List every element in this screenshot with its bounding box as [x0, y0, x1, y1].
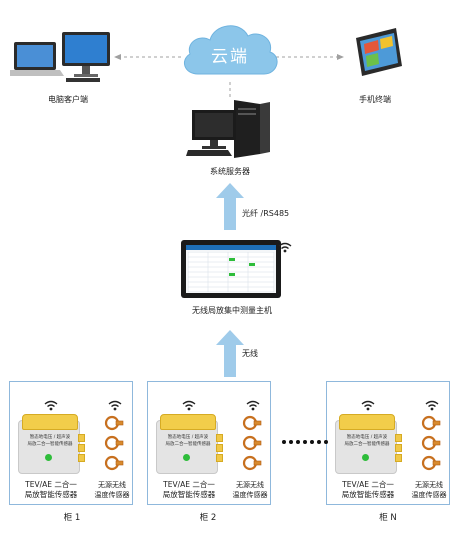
wireless-link-label: 无线: [242, 349, 258, 358]
temp-wifi-icon: [246, 396, 260, 415]
fiber-link-label: 光纤 /RS485: [242, 209, 290, 218]
sensor-face-line1: 暂态地电压 / 超声波: [346, 435, 388, 440]
temp-sensor-label: 无源无线 温度传感器: [94, 481, 130, 499]
temp-wifi-icon: [425, 396, 439, 415]
sensor-face-line1: 暂态地电压 / 超声波: [167, 435, 209, 440]
mobile-terminal-icon: [346, 24, 406, 80]
sensor-face-line2: 局放二合一智能传感器: [344, 442, 390, 447]
cabinet-1: 暂态地电压 / 超声波局放二合一智能传感器 TEV/AE 二合一 局放智能传感器无…: [9, 381, 133, 505]
sensor-wifi-icon: [182, 396, 196, 415]
tev-ae-sensor-icon: 暂态地电压 / 超声波局放二合一智能传感器: [18, 414, 88, 476]
temp-sensor-label: 无源无线 温度传感器: [232, 481, 268, 499]
sensor-label: TEV/AE 二合一 局放智能传感器: [341, 480, 395, 499]
sensor-wifi-icon: [44, 396, 58, 415]
cloud-icon: 云端: [178, 16, 282, 82]
cabinet-n: 暂态地电压 / 超声波局放二合一智能传感器 TEV/AE 二合一 局放智能传感器无…: [326, 381, 450, 505]
cabinet-n-name: 柜 N: [379, 513, 397, 523]
sensor-wifi-icon: [361, 396, 375, 415]
status-led: [362, 454, 369, 461]
temp-wifi-icon: [108, 396, 122, 415]
temperature-sensors-icon: [421, 414, 441, 476]
pc-client-icon: [8, 28, 114, 84]
tev-ae-sensor-icon: 暂态地电压 / 超声波局放二合一智能传感器: [156, 414, 226, 476]
sensor-label: TEV/AE 二合一 局放智能传感器: [24, 480, 78, 499]
cloud-label: 云端: [211, 47, 249, 67]
cabinet-2-name: 柜 2: [199, 513, 217, 523]
host-label: 无线局放集中测量主机: [192, 306, 272, 315]
sensor-label: TEV/AE 二合一 局放智能传感器: [162, 480, 216, 499]
status-led: [45, 454, 52, 461]
sensor-face-line2: 局放二合一智能传感器: [27, 442, 73, 447]
arrowhead-to-mobile: [337, 54, 344, 60]
cabinet-1-name: 柜 1: [63, 513, 81, 523]
cabinet-2: 暂态地电压 / 超声波局放二合一智能传感器 TEV/AE 二合一 局放智能传感器无…: [147, 381, 271, 505]
server-computer-icon: [186, 98, 276, 160]
pc-client-label: 电脑客户端: [48, 95, 88, 104]
sensor-face-line1: 暂态地电压 / 超声波: [29, 435, 71, 440]
arrowhead-to-pc: [114, 54, 121, 60]
wireless-arrow: [216, 330, 244, 377]
server-label: 系统服务器: [210, 167, 250, 176]
mobile-terminal-label: 手机终端: [359, 95, 391, 104]
temperature-sensors-icon: [242, 414, 262, 476]
temperature-sensors-icon: [104, 414, 124, 476]
tev-ae-sensor-icon: 暂态地电压 / 超声波局放二合一智能传感器: [335, 414, 405, 476]
sensor-face-line2: 局放二合一智能传感器: [165, 442, 211, 447]
host-screen: [186, 245, 276, 293]
host-device-icon: [181, 240, 281, 298]
host-wifi-icon: [278, 238, 292, 257]
fiber-arrow: [216, 183, 244, 230]
status-led: [183, 454, 190, 461]
ellipsis-dots: [282, 440, 328, 444]
temp-sensor-label: 无源无线 温度传感器: [411, 481, 447, 499]
